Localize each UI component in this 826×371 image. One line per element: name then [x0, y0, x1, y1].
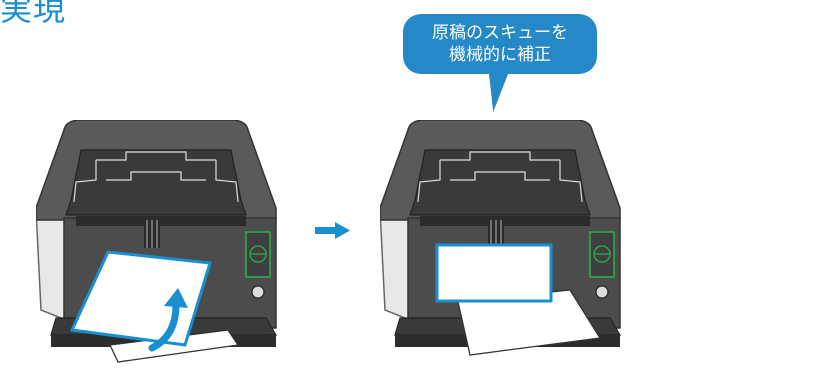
paper-straight: [435, 243, 553, 303]
scanner-left: [36, 120, 277, 363]
bubble-line-2: 機械的に補正: [449, 45, 551, 65]
transition-arrow: [315, 222, 350, 239]
scanner-right: [380, 120, 621, 356]
rotation-arrow: [148, 301, 180, 352]
speech-bubble: 原稿のスキューを 機械的に補正: [403, 14, 597, 74]
bubble-line-1: 原稿のスキューを: [432, 23, 568, 43]
heading-title: 実現: [0, 0, 67, 28]
rotation-arrowhead: [164, 288, 188, 308]
